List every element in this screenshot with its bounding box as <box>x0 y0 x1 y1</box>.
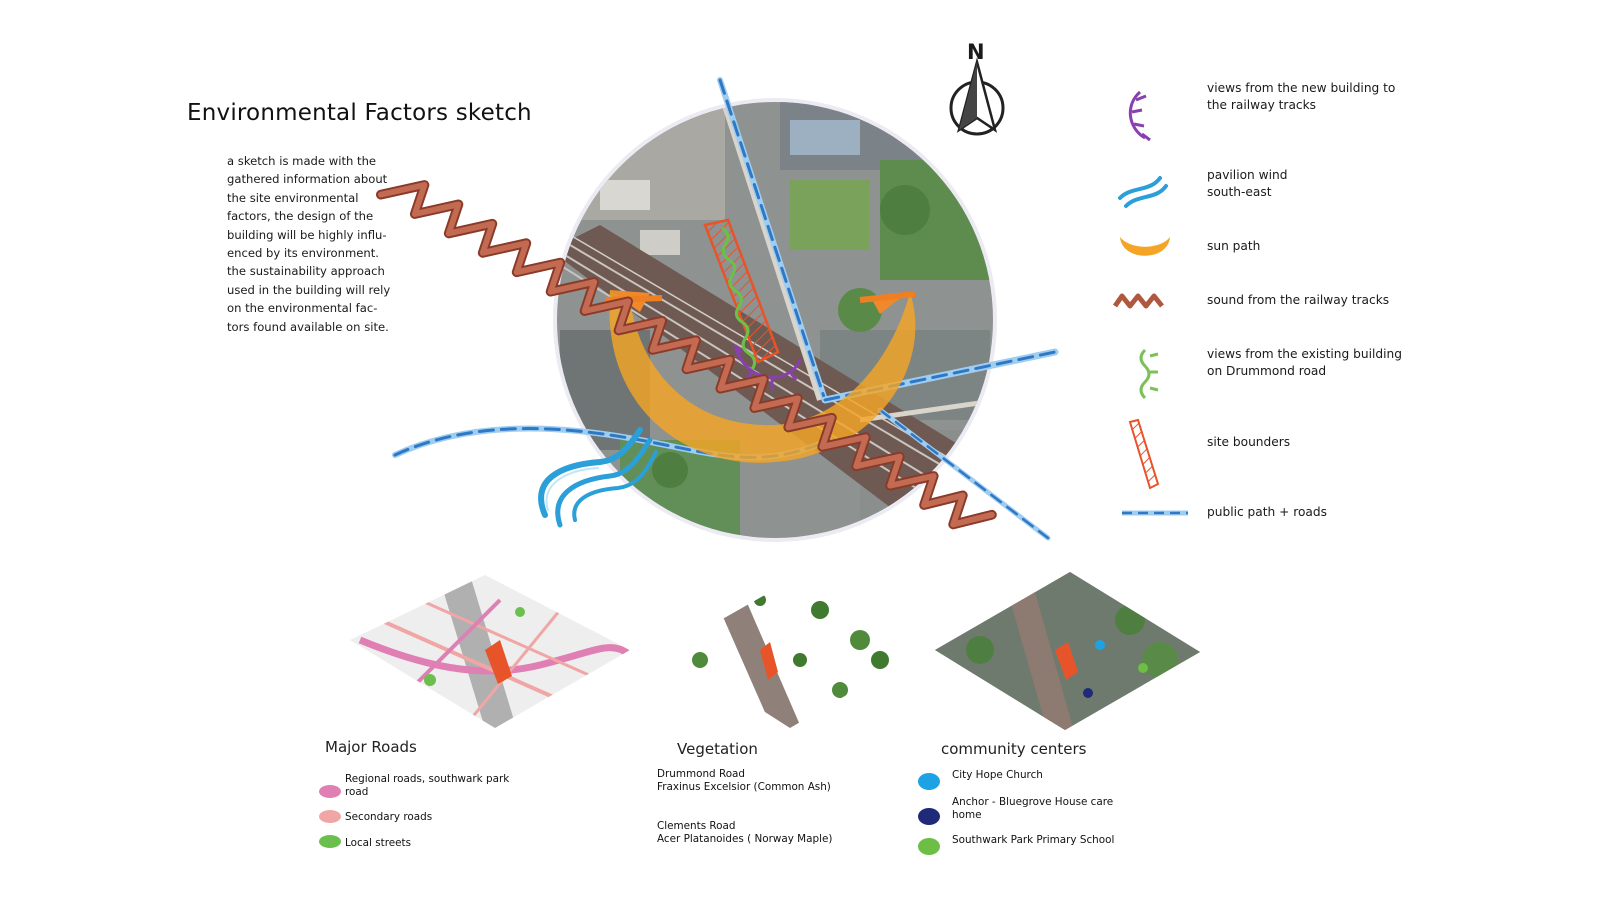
roads-local-label: Local streets <box>345 837 412 849</box>
compass-icon <box>949 57 1005 136</box>
legend-purple-views-icon <box>1129 90 1151 142</box>
legend-site-boundary-icon <box>1128 418 1160 490</box>
legend-label-views-new: views from the new building to the railw… <box>1207 81 1396 112</box>
legend-green-views-icon <box>1139 348 1159 400</box>
roads-regional-label: Regional roads, southwark park road <box>345 773 510 798</box>
community-school-swatch <box>918 838 940 855</box>
legend-label-sound: sound from the railway tracks <box>1207 293 1390 307</box>
legend-label-sun: sun path <box>1207 239 1261 253</box>
community-title: community centers <box>941 740 1087 758</box>
wind-icon <box>538 427 658 528</box>
roads-title: Major Roads <box>325 738 417 756</box>
zigzag-sound-path <box>376 180 997 530</box>
legend-label-wind: pavilion wind south-east <box>1207 168 1288 199</box>
vegetation-item-clements: Clements Road Acer Platanoides ( Norway … <box>657 820 833 845</box>
community-church-label: City Hope Church <box>952 769 1043 781</box>
legend-label-paths: public path + roads <box>1207 505 1327 519</box>
vegetation-map-panel <box>683 594 889 728</box>
legend-wind-icon <box>1118 176 1168 208</box>
page-title: Environmental Factors sketch <box>187 100 532 126</box>
description-text: a sketch is made with the gathered infor… <box>227 154 391 334</box>
green-views-icon <box>721 227 757 370</box>
community-map-panel <box>935 572 1200 730</box>
community-carehome-label: Anchor - Bluegrove House care home <box>952 796 1114 821</box>
roads-regional-swatch <box>319 785 341 798</box>
legend-zigzag-icon <box>1112 293 1164 309</box>
roads-secondary-swatch <box>319 810 341 823</box>
community-school-label: Southwark Park Primary School <box>952 834 1115 846</box>
roads-secondary-label: Secondary roads <box>345 811 433 823</box>
roads-local-swatch <box>319 835 341 848</box>
vegetation-title: Vegetation <box>677 740 758 758</box>
community-church-swatch <box>918 773 940 790</box>
legend-label-views-existing: views from the existing building on Drum… <box>1207 347 1402 378</box>
roads-map-panel <box>350 575 630 728</box>
community-carehome-swatch <box>918 808 940 825</box>
legend-label-site: site bounders <box>1207 435 1291 449</box>
compass-label: N <box>967 40 985 64</box>
legend-sun-path-icon <box>1120 237 1170 256</box>
vegetation-item-drummond: Drummond Road Fraxinus Excelsior (Common… <box>657 768 831 793</box>
